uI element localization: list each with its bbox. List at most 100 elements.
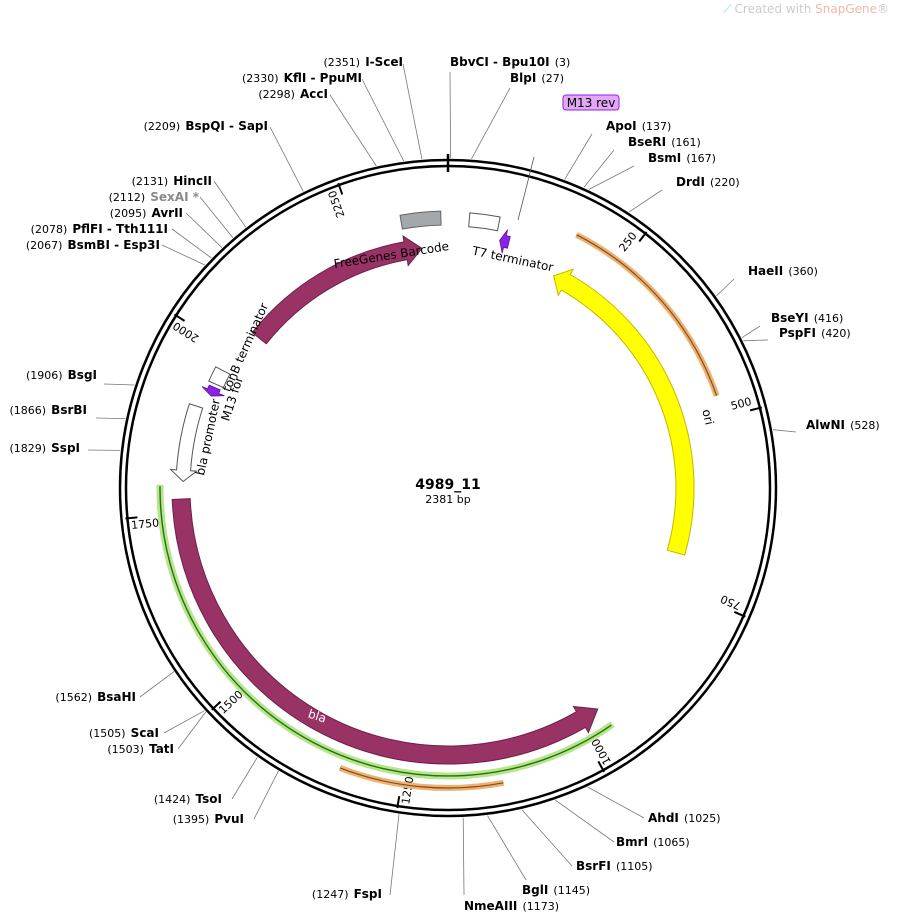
restriction-site[interactable]: (2330) KflI - PpuMI: [242, 67, 405, 162]
restriction-site[interactable]: BbvCI - Bpu10I (3): [449, 51, 571, 159]
restriction-site[interactable]: BsmI (167): [588, 147, 716, 190]
site-position: (2095): [110, 207, 147, 220]
restriction-site[interactable]: BsrFI (1105): [521, 809, 653, 874]
site-label: BsrFI (1105): [576, 855, 653, 874]
restriction-site[interactable]: (2298) AccI: [258, 83, 377, 167]
primer-m13-rev[interactable]: M13 rev: [499, 94, 620, 254]
site-leader-line: [772, 429, 797, 433]
restriction-site[interactable]: (1505) ScaI: [89, 710, 205, 741]
site-position: (1503): [107, 743, 144, 756]
site-label: BglI (1145): [522, 879, 590, 898]
site-position: (2209): [144, 120, 181, 133]
site-enzyme-name: SexAI *: [150, 190, 199, 204]
restriction-site[interactable]: BglI (1145): [487, 815, 591, 898]
site-position: (2298): [258, 88, 295, 101]
site-enzyme-name: SspI: [51, 441, 80, 455]
restriction-site[interactable]: (2095) AvrII: [110, 202, 223, 248]
site-leader-line: [587, 786, 645, 819]
restriction-site[interactable]: AlwNI (528): [772, 414, 880, 433]
site-position: (1505): [89, 727, 126, 740]
site-position: (2351): [324, 56, 361, 69]
restriction-site[interactable]: ApoI (137): [564, 115, 672, 180]
csrA-arrow-shape: [251, 234, 423, 345]
feature-bla[interactable]: bla: [171, 498, 599, 765]
restriction-site[interactable]: HaeII (360): [716, 260, 818, 297]
site-enzyme-name: FspI: [354, 887, 382, 901]
site-label: NmeAIII (1173): [464, 895, 559, 914]
site-label: (2078) PflFI - Tth111I: [31, 218, 168, 237]
restriction-site[interactable]: AhdI (1025): [587, 786, 721, 826]
position-tick: [638, 231, 648, 243]
t7-terminator-label: T7 terminator: [470, 243, 555, 274]
site-position: (3): [555, 56, 571, 69]
site-enzyme-name: KflI - PpuMI: [284, 71, 362, 85]
restriction-site[interactable]: BlpI (27): [471, 67, 565, 159]
site-position: (1105): [616, 860, 653, 873]
site-position: (1562): [55, 691, 92, 704]
plasmid-size: 2381 bp: [425, 493, 470, 506]
m13-rev-tag: [562, 94, 620, 111]
restriction-site[interactable]: (1866) BsrBI: [10, 399, 126, 419]
site-label: (1829) SspI: [9, 437, 80, 456]
site-enzyme-name: AvrII: [151, 206, 183, 220]
position-tick: [211, 700, 222, 711]
restriction-site[interactable]: (1562) BsaHI: [55, 671, 175, 705]
restriction-site[interactable]: (2067) BsmBI - Esp3I: [26, 234, 205, 266]
site-leader-line: [171, 228, 212, 259]
site-label: (2112) SexAI *: [109, 186, 200, 205]
tonb-terminator-box-shape: [208, 366, 231, 389]
restriction-site[interactable]: (1424) TsoI: [154, 757, 258, 807]
bla-orange-track-line: [339, 767, 504, 789]
restriction-site[interactable]: (1247) FspI: [312, 814, 400, 902]
restriction-site[interactable]: (2351) I-SceI: [324, 51, 423, 160]
restriction-site[interactable]: PspFI (420): [743, 322, 851, 342]
site-enzyme-name: ScaI: [131, 726, 159, 740]
snapgene-logo-icon: ⟋: [723, 2, 732, 16]
restriction-site[interactable]: (1906) BsgI: [26, 364, 135, 386]
restriction-site[interactable]: (2078) PflFI - Tth111I: [31, 218, 212, 259]
restriction-site[interactable]: DrdI (220): [628, 171, 740, 213]
site-enzyme-name: BsgI: [68, 368, 97, 382]
site-enzyme-name: AccI: [300, 87, 328, 101]
site-enzyme-name: BbvCI - Bpu10I: [450, 55, 550, 69]
restriction-site[interactable]: NmeAIII (1173): [462, 817, 559, 914]
restriction-site[interactable]: (2112) SexAI *: [109, 186, 234, 238]
restriction-site[interactable]: (2131) HincII: [132, 170, 247, 228]
bla-promoter-arrow-shape: [169, 403, 204, 483]
site-position: (27): [541, 72, 564, 85]
restriction-site[interactable]: (1503) TatI: [107, 711, 207, 757]
restriction-site[interactable]: BseRI (161): [583, 131, 701, 188]
feature-ori[interactable]: ori: [553, 268, 717, 556]
bla-arrow-shape: [171, 498, 599, 765]
site-enzyme-name: BglI: [522, 883, 548, 897]
restriction-site[interactable]: (1829) SspI: [9, 437, 121, 456]
feature-t7-terminator[interactable]: T7 terminator: [468, 212, 555, 275]
site-position: (1145): [553, 884, 590, 897]
feature-freegenes-barcode[interactable]: FreeGenes Barcode: [333, 210, 450, 271]
restriction-site[interactable]: BmrI (1065): [555, 799, 690, 850]
tick-label: 500: [729, 395, 753, 413]
site-label: AlwNI (528): [806, 414, 880, 433]
site-position: (2078): [31, 223, 68, 236]
tick-label: 2250: [326, 189, 348, 220]
site-enzyme-name: BspQI - SapI: [185, 119, 268, 133]
restriction-site[interactable]: (2209) BspQI - SapI: [144, 115, 304, 192]
site-enzyme-name: DrdI: [676, 175, 705, 189]
site-label: (2095) AvrII: [110, 202, 183, 221]
site-position: (1424): [154, 793, 191, 806]
ori-arrow-shape: [553, 268, 695, 556]
site-leader-line: [564, 133, 593, 180]
site-label: (2131) HincII: [132, 170, 212, 189]
restriction-site[interactable]: (1395) PvuI: [173, 770, 279, 827]
plasmid-name: 4989_11: [415, 477, 480, 493]
site-leader-line: [185, 212, 223, 248]
site-position: (360): [788, 265, 818, 278]
site-label: BseRI (161): [628, 131, 701, 150]
site-leader-line: [462, 817, 465, 896]
site-leader-line: [588, 165, 635, 190]
restriction-site[interactable]: BseYI (416): [741, 307, 843, 339]
site-leader-line: [213, 180, 247, 228]
feature-bla-promoter[interactable]: bla promoter: [169, 398, 223, 483]
site-leader-line: [269, 126, 304, 192]
m13-rev-arrow-shape: [499, 229, 511, 254]
